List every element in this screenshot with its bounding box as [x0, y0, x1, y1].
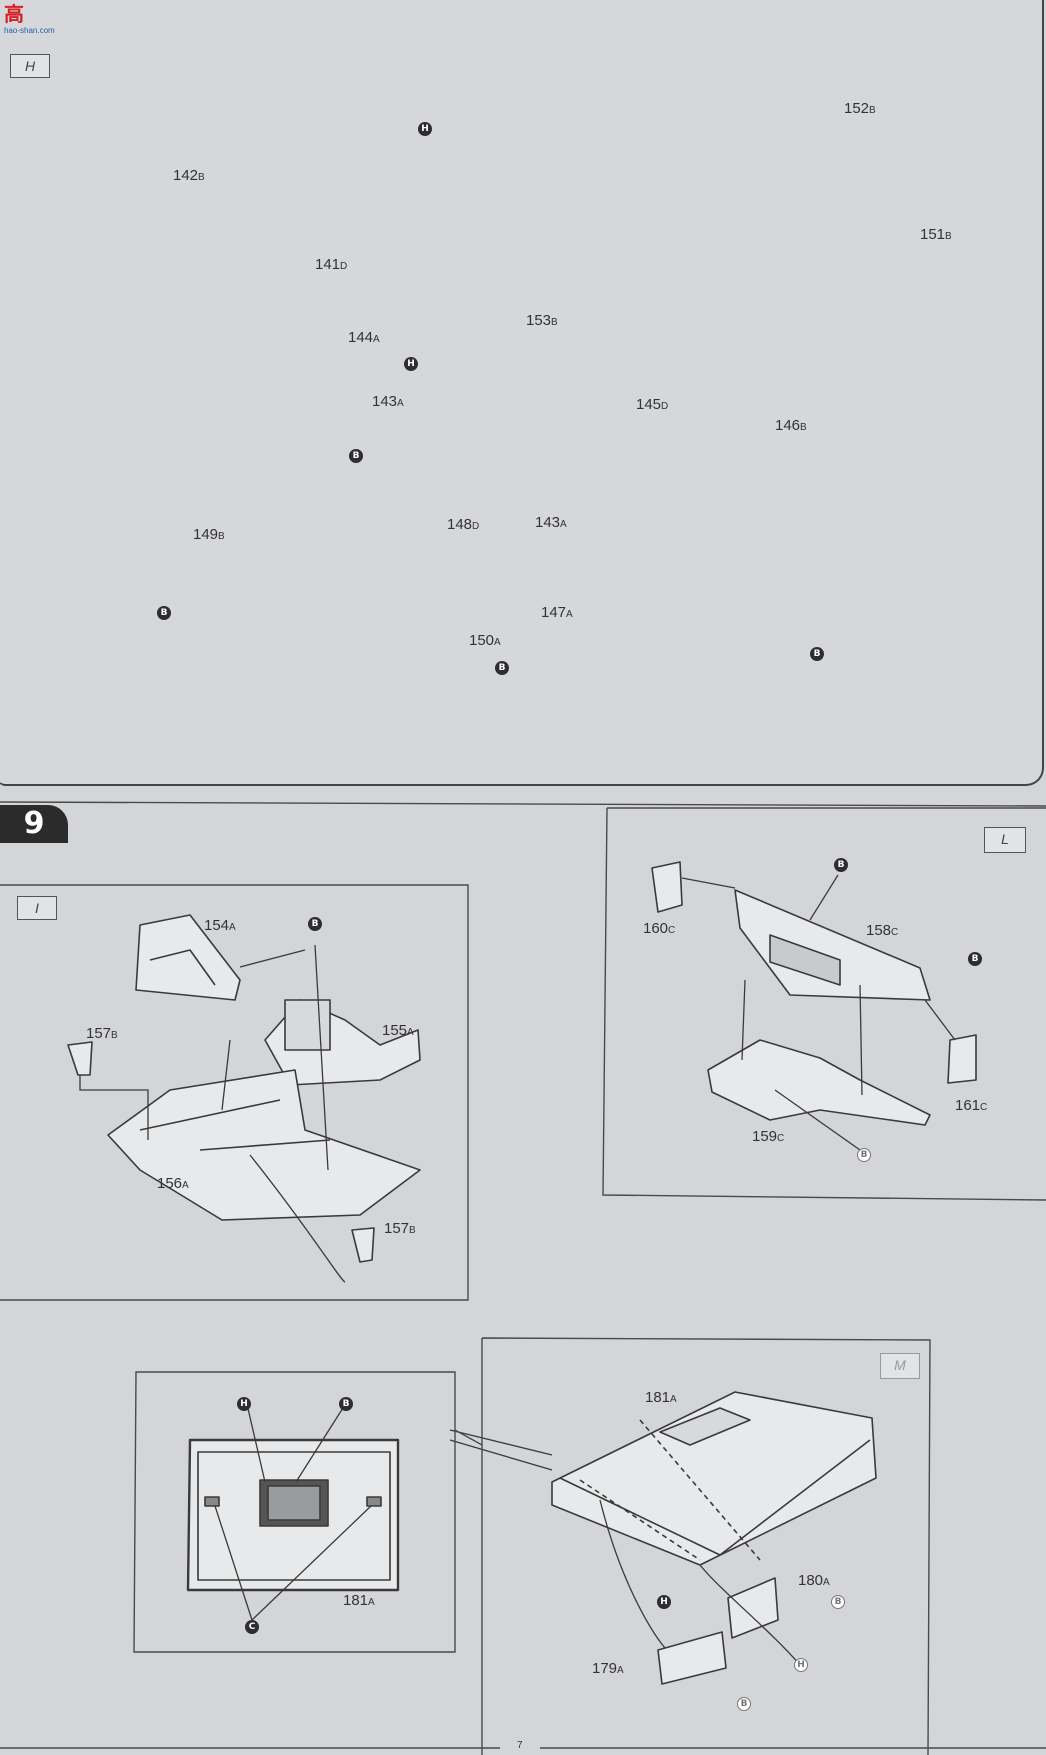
logo-subtext: hao-shan.com — [4, 26, 55, 35]
marker-b: B — [831, 1595, 845, 1609]
part-label-141: 141D — [315, 256, 348, 273]
part-label-144: 144A — [348, 329, 380, 346]
marker-b: B — [968, 952, 982, 966]
marker-b: B — [349, 449, 363, 463]
panel-H-frame — [0, 0, 1044, 786]
part-label-158: 158C — [866, 922, 899, 939]
part-label-157b: 157B — [384, 1220, 416, 1237]
part-label-181-roof: 181A — [645, 1389, 677, 1406]
panel-M-label: M — [880, 1353, 920, 1379]
part-154-shape — [135, 914, 241, 1001]
panel-L-frame — [602, 807, 1046, 1201]
panel-left-inset-frame — [133, 1371, 456, 1653]
step-number: 9 — [0, 805, 68, 843]
part-157b-shape — [351, 1227, 375, 1263]
part-label-142: 142B — [173, 167, 205, 184]
panel-H-label: H — [10, 54, 50, 78]
marker-h: H — [657, 1595, 671, 1609]
part-label-152: 152B — [844, 100, 876, 117]
part-label-180: 180A — [798, 1572, 830, 1589]
part-158-shape — [734, 889, 931, 1001]
marker-h: H — [794, 1658, 808, 1672]
part-label-150: 150A — [469, 632, 501, 649]
part-label-161: 161C — [955, 1097, 988, 1114]
part-label-146: 146B — [775, 417, 807, 434]
part-160-shape — [651, 861, 683, 913]
part-161-shape — [947, 1034, 977, 1084]
part-181-roof-shape — [551, 1391, 877, 1566]
part-label-147: 147A — [541, 604, 573, 621]
marker-b: B — [308, 917, 322, 931]
panel-M-frame — [481, 1337, 931, 1755]
part-label-143a: 143A — [372, 393, 404, 410]
part-label-156: 156A — [157, 1175, 189, 1192]
marker-b: B — [157, 606, 171, 620]
panel-I-frame — [0, 884, 469, 1301]
marker-c: C — [245, 1620, 259, 1634]
part-label-159: 159C — [752, 1128, 785, 1145]
part-label-145: 145D — [636, 396, 669, 413]
marker-b: B — [339, 1397, 353, 1411]
marker-b: B — [834, 858, 848, 872]
part-179-shape — [657, 1631, 727, 1685]
logo-text: 高 — [4, 2, 25, 26]
part-159-shape — [707, 1039, 931, 1126]
part-label-151: 151B — [920, 226, 952, 243]
site-logo: 高 hao-shan.com — [4, 2, 74, 38]
part-180-shape — [727, 1577, 779, 1639]
marker-b: B — [857, 1148, 871, 1162]
marker-b: B — [495, 661, 509, 675]
part-label-179: 179A — [592, 1660, 624, 1677]
part-label-155: 155A — [382, 1022, 414, 1039]
marker-h: H — [237, 1397, 251, 1411]
marker-b: B — [737, 1697, 751, 1711]
marker-h: H — [404, 357, 418, 371]
part-label-153: 153B — [526, 312, 558, 329]
part-label-143b: 143A — [535, 514, 567, 531]
page-number: 7 — [517, 1740, 523, 1751]
part-label-160: 160C — [643, 920, 676, 937]
part-label-157a: 157B — [86, 1025, 118, 1042]
part-label-149: 149B — [193, 526, 225, 543]
part-label-181-underside: 181A — [343, 1592, 375, 1609]
panel-I-label: I — [17, 896, 57, 920]
marker-b: B — [810, 647, 824, 661]
part-157a-shape — [67, 1041, 93, 1076]
marker-h: H — [418, 122, 432, 136]
part-label-154: 154A — [204, 917, 236, 934]
panel-L-label: L — [984, 827, 1026, 853]
part-label-148: 148D — [447, 516, 480, 533]
